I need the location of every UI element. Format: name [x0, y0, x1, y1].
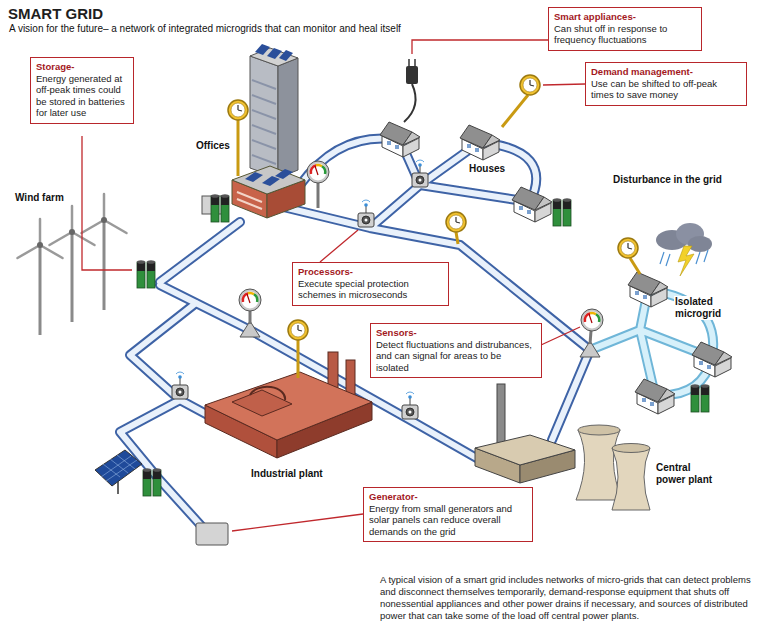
grid-pipe	[120, 138, 590, 530]
place-label: Isolated microgrid	[674, 296, 730, 320]
office-building	[232, 166, 305, 218]
caption-text: A typical vision of a smart grid include…	[380, 574, 752, 622]
callout-heading: Demand management-	[591, 66, 741, 78]
clock-icon	[618, 238, 638, 258]
callout-heading: Processors-	[298, 266, 443, 278]
subtitle: A vision for the future– a network of in…	[8, 23, 402, 35]
leader-line	[232, 514, 363, 531]
leader-lines	[82, 40, 585, 531]
leader-line	[543, 84, 585, 85]
clock-icon	[520, 75, 540, 95]
house-icon	[460, 125, 500, 160]
battery-icon	[553, 198, 571, 226]
house-icon	[635, 379, 675, 414]
place-label: Offices	[195, 140, 231, 152]
callout-text: Energy from small generators and solar p…	[369, 503, 527, 538]
callout-text: Energy generated at off-peak times could…	[36, 73, 128, 119]
grid-pipe-outline	[120, 138, 590, 530]
callout-box: Sensors-Detect fluctuations and distruba…	[370, 323, 542, 378]
house-icon	[692, 342, 732, 377]
processor-unit	[412, 160, 428, 187]
house-icon	[512, 187, 552, 222]
clock-pole	[237, 120, 240, 176]
callout-text: Can shut off in response to frequency fl…	[554, 23, 696, 46]
clock-pole	[630, 258, 640, 274]
meter-gauge	[581, 309, 603, 331]
clock-icon	[228, 100, 248, 120]
callout-box: Processors-Execute special protection sc…	[292, 262, 449, 306]
battery-icon	[143, 468, 161, 496]
place-label: Houses	[468, 163, 506, 175]
place-label: Industrial plant	[250, 468, 324, 480]
callout-heading: Generator-	[369, 491, 527, 503]
callout-heading: Smart appliances-	[554, 11, 696, 23]
diagram-title: SMART GRID	[8, 5, 103, 22]
processor-unit	[402, 392, 418, 419]
place-label: Disturbance in the grid	[612, 174, 723, 186]
wind-turbine	[50, 206, 95, 322]
clock-icon	[288, 320, 308, 340]
place-label: Central power plant	[655, 462, 717, 486]
callout-box: Storage-Energy generated at off-peak tim…	[30, 57, 134, 124]
callout-box: Demand management-Use can be shifted to …	[585, 62, 747, 106]
callout-heading: Sensors-	[376, 327, 536, 339]
wind-turbine	[18, 219, 63, 335]
callout-text: Execute special protection schemes in mi…	[298, 278, 443, 301]
leader-line	[541, 327, 580, 345]
gauge-pole	[590, 331, 591, 344]
callout-text: Detect fluctuations and distrubances, an…	[376, 339, 536, 374]
wind-turbine	[82, 194, 127, 310]
storm-cloud	[656, 223, 712, 276]
leader-line	[82, 136, 132, 270]
clock-pole	[297, 340, 300, 378]
leader-line	[320, 230, 358, 262]
battery-icon	[691, 384, 709, 412]
clock-pole	[502, 95, 528, 127]
plug-icon	[404, 59, 418, 122]
callout-heading: Storage-	[36, 61, 128, 73]
meter-gauge	[307, 161, 329, 183]
solar-panel	[95, 450, 142, 494]
house-icon	[380, 122, 420, 157]
callout-text: Use can be shifted to off-peak times to …	[591, 78, 741, 101]
place-label: Wind farm	[14, 192, 65, 204]
leader-line	[412, 40, 548, 54]
battery-icon	[211, 194, 229, 222]
clock-icon	[446, 212, 466, 232]
battery-icon	[137, 260, 155, 288]
clock-pole	[456, 232, 458, 244]
processor-unit	[358, 200, 374, 227]
gauge-pole	[249, 311, 252, 324]
gauge-pole	[317, 183, 320, 208]
office-tower	[250, 44, 298, 178]
small-generator	[196, 523, 228, 545]
house-icon	[628, 272, 668, 307]
industrial-plant	[205, 352, 372, 458]
processor-unit	[172, 372, 188, 399]
callout-box: Smart appliances-Can shut off in respons…	[548, 7, 702, 51]
meter-gauge	[239, 289, 261, 311]
callout-box: Generator-Energy from small generators a…	[363, 487, 533, 542]
